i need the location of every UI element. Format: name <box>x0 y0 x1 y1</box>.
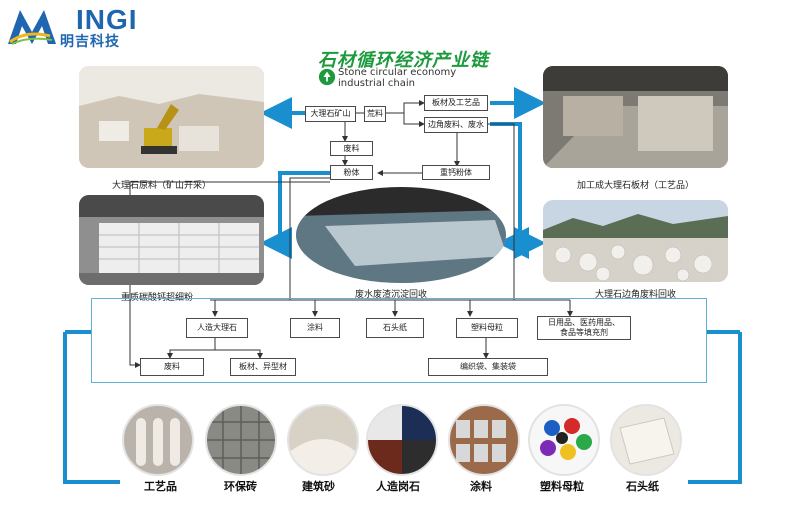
logo-text: INGI <box>76 4 138 35</box>
box-heavy-calcium-powder: 重钙粉体 <box>422 165 490 180</box>
powder-photo <box>79 195 264 285</box>
product-label-stone-paper: 石头纸 <box>626 480 659 493</box>
product-label-masterbatch: 塑料母粒 <box>540 480 584 493</box>
product-artificial-stone-image <box>366 404 438 476</box>
box-slab-crafts: 板材及工艺品 <box>424 95 488 111</box>
product-label-artificial-stone: 人造岗石 <box>376 480 420 493</box>
box-coating: 涂料 <box>290 318 340 338</box>
daily-fillers-line-2: 食品等填充剂 <box>560 328 608 337</box>
product-stone-paper-image <box>610 404 682 476</box>
sediment-photo <box>296 187 506 283</box>
product-label-coating: 涂料 <box>470 480 492 493</box>
box-waste-lower: 废料 <box>140 358 204 376</box>
sediment-caption: 废水废渣沉淀回收 <box>355 290 428 300</box>
product-bricks-image <box>205 404 277 476</box>
box-scrap-water: 边角废料、废水 <box>424 117 488 133</box>
box-powder: 粉体 <box>330 165 373 180</box>
box-marble-mine: 大理石矿山 <box>305 106 356 122</box>
logo-mark <box>8 10 56 45</box>
subtitle-line-1: Stone circular economy <box>338 67 457 78</box>
box-daily-fillers: 日用品、医药用品、 食品等填充剂 <box>537 316 631 340</box>
product-masterbatch-image <box>528 404 600 476</box>
recycle-icon <box>318 68 336 86</box>
daily-fillers-line-1: 日用品、医药用品、 <box>548 318 620 327</box>
logo-subtext: 明吉科技 <box>60 34 120 50</box>
box-rough-block: 荒料 <box>364 106 386 122</box>
box-artificial-marble: 人造大理石 <box>186 318 248 338</box>
product-label-bricks: 环保砖 <box>224 480 257 493</box>
subtitle-line-2: industrial chain <box>338 78 415 89</box>
application-panel <box>91 298 707 383</box>
slab-photo <box>543 66 728 168</box>
diagram-title: 石材循环经济产业链 <box>318 50 489 71</box>
product-balusters-image <box>122 404 194 476</box>
quarry-caption: 大理石原料（矿山开采） <box>112 181 212 191</box>
box-plate-profile: 板材、异型材 <box>230 358 296 376</box>
product-label-crafts: 工艺品 <box>144 480 177 493</box>
box-woven-bags: 编织袋、集装袋 <box>428 358 548 376</box>
box-waste: 废料 <box>330 141 373 156</box>
scrap-photo <box>543 200 728 282</box>
scrap-caption: 大理石边角废料回收 <box>595 290 677 300</box>
product-coating-image <box>448 404 520 476</box>
box-stone-paper: 石头纸 <box>366 318 424 338</box>
product-label-sand: 建筑砂 <box>302 480 335 493</box>
quarry-photo <box>79 66 264 168</box>
box-masterbatch: 塑料母粒 <box>456 318 518 338</box>
diagram-subtitle: Stone circular economy industrial chain <box>338 67 456 89</box>
slab-caption: 加工成大理石板材（工艺品） <box>577 181 695 191</box>
product-sand-image <box>287 404 359 476</box>
